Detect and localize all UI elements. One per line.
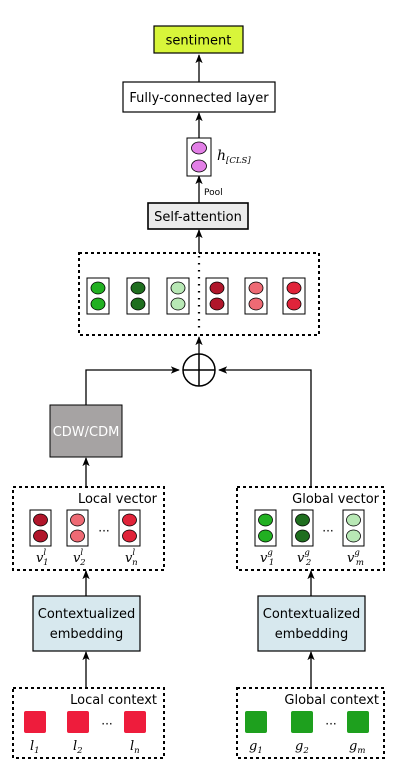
vector-cell: [282, 277, 306, 315]
global-embedding-label-line2: embedding: [275, 627, 349, 642]
vector-cell: [126, 277, 150, 315]
h-cls-label: h[CLS]: [217, 148, 251, 166]
local-context-label-1: l1: [30, 739, 40, 756]
cdw-cdm-label: CDW/CDM: [53, 425, 120, 440]
fc-layer-label: Fully-connected layer: [129, 91, 269, 106]
local-vector-cell: [118, 509, 141, 547]
local-context-ellipsis: ···: [101, 717, 112, 731]
arrow-cdw-to-sum: [85, 366, 180, 405]
self-attention-node: Self-attention: [147, 202, 249, 230]
sum-operator-icon: [182, 353, 216, 387]
cdw-cdm-node: CDW/CDM: [49, 404, 123, 458]
global-vector-cell: [254, 509, 277, 547]
local-vector-ellipsis: ···: [98, 524, 109, 538]
global-context-label-m: gm: [349, 739, 365, 756]
local-token: [124, 711, 146, 733]
pool-label: Pool: [204, 188, 223, 198]
global-context-box: Global context ··· g1 g2 gm: [236, 687, 385, 759]
vector-cell: [86, 277, 110, 315]
global-vector-ellipsis: ···: [322, 524, 333, 538]
local-context-title: Local context: [70, 693, 157, 708]
vector-cell: [166, 277, 190, 315]
local-vector-title: Local vector: [78, 492, 158, 507]
global-context-label-2: g2: [295, 739, 309, 756]
local-embedding-label-line1: Contextualized: [38, 607, 135, 622]
global-vector-cell: [342, 509, 365, 547]
local-embedding-node: Contextualized embedding: [32, 595, 141, 652]
vector-cell: [244, 277, 268, 315]
global-embedding-label-line1: Contextualized: [263, 607, 360, 622]
global-context-ellipsis: ···: [325, 717, 336, 731]
global-vector-title: Global vector: [292, 492, 379, 507]
local-token: [24, 711, 46, 733]
sentiment-label: sentiment: [166, 34, 232, 49]
vector-cell: [205, 277, 229, 315]
global-vector-cell: [291, 509, 314, 547]
cls-vector: [186, 137, 212, 177]
local-context-label-2: l2: [73, 739, 83, 756]
self-attention-label: Self-attention: [154, 210, 242, 225]
sentiment-node: sentiment: [153, 25, 244, 54]
global-token: [347, 711, 369, 733]
global-embedding-node: Contextualized embedding: [257, 595, 366, 652]
connectors: [82, 54, 315, 688]
local-context-label-n: ln: [130, 739, 140, 756]
global-token: [291, 711, 313, 733]
global-context-label-1: g1: [249, 739, 263, 756]
global-token: [245, 711, 267, 733]
local-vector-cell: [29, 509, 52, 547]
local-embedding-label-line2: embedding: [50, 627, 124, 642]
local-vector-cell: [66, 509, 89, 547]
global-context-title: Global context: [284, 693, 379, 708]
local-context-box: Local context ··· l1 l2 ln: [12, 687, 165, 759]
arrow-global-to-sum: [218, 366, 312, 487]
fc-layer-node: Fully-connected layer: [122, 81, 276, 113]
local-token: [67, 711, 89, 733]
concat-vectors-box: [78, 252, 320, 336]
